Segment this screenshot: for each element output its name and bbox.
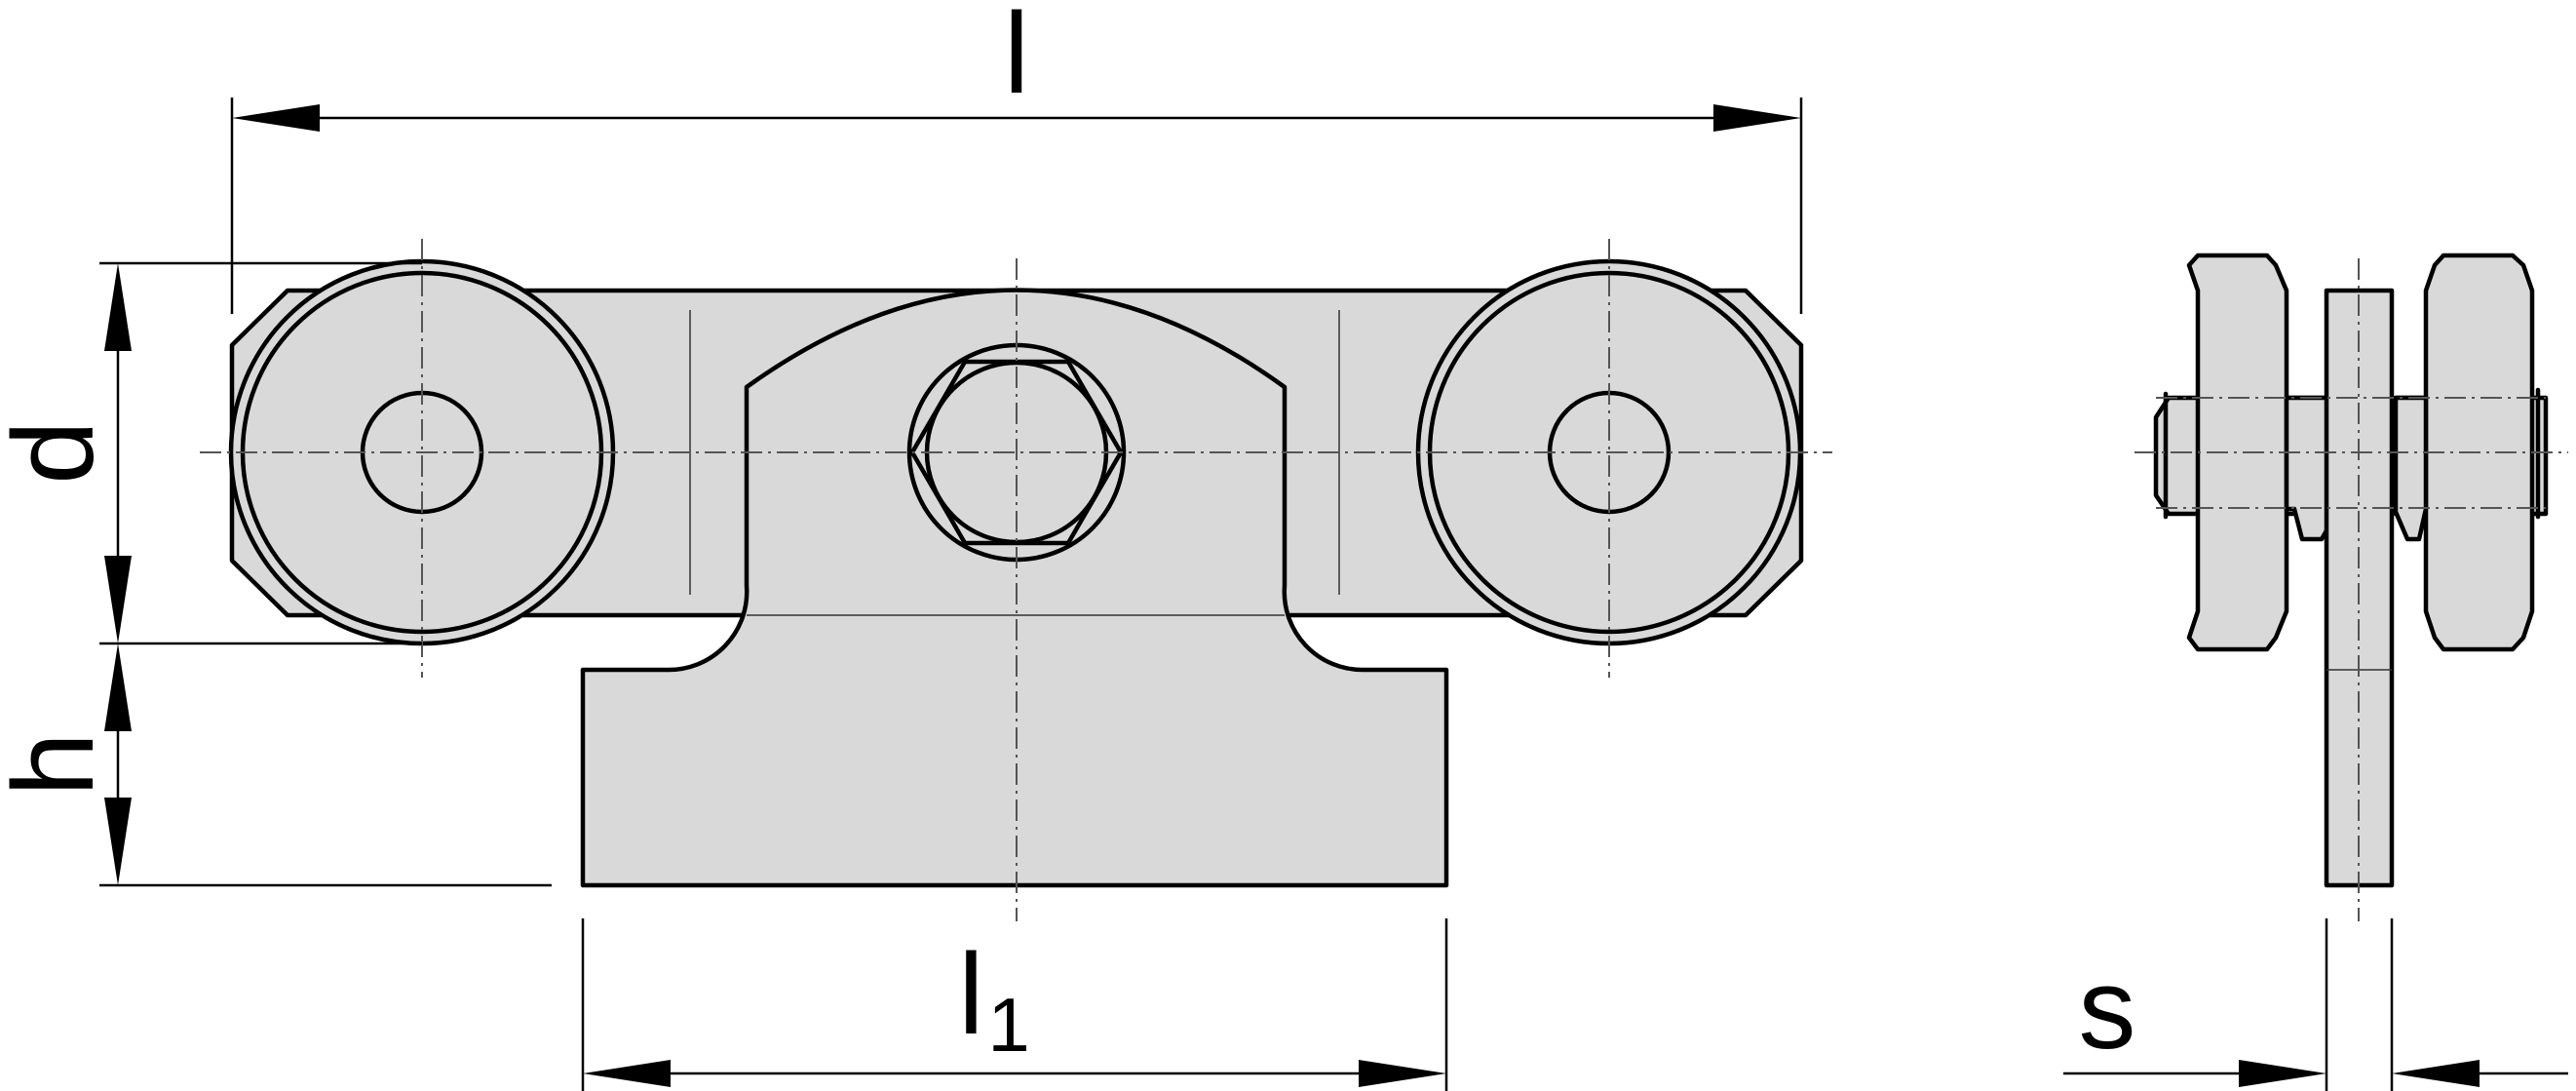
dim-label-h: h: [0, 732, 118, 797]
dim-label-s: s: [2079, 945, 2136, 1073]
foot-block: [580, 288, 1449, 888]
front-view: [200, 239, 1832, 921]
dim-label-l1-sub: 1: [987, 982, 1029, 1068]
dimension-lines: [99, 97, 2568, 1091]
dim-label-l1-main: l: [958, 930, 983, 1059]
dim-label-d: d: [0, 420, 118, 485]
side-view: [2134, 253, 2568, 921]
dim-label-l: l: [1004, 0, 1029, 118]
dim-label-l1: l1: [958, 930, 1030, 1068]
side-left-wheel: [2186, 253, 2289, 652]
